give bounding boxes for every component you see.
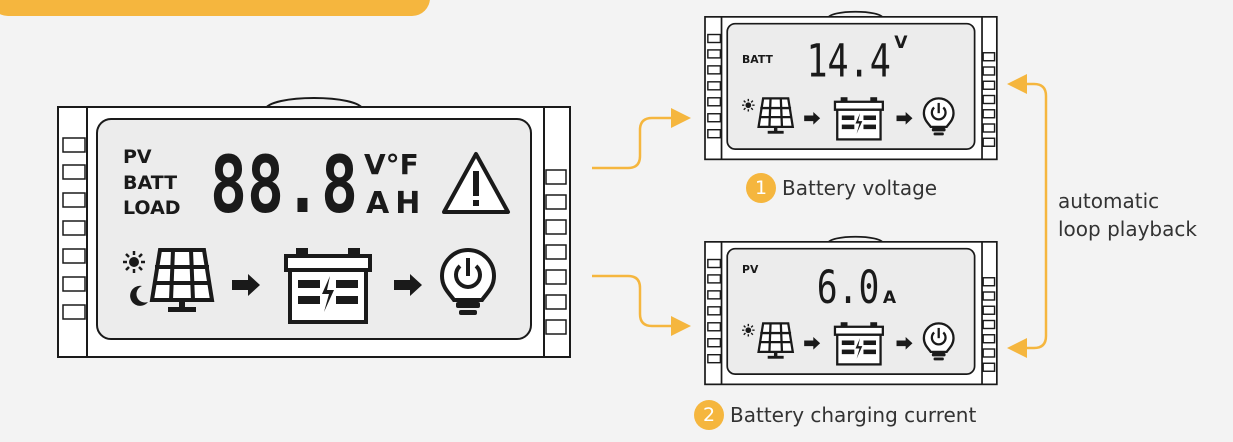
current-pv-label: PV	[742, 263, 759, 276]
caption-voltage: 1 Battery voltage	[746, 173, 937, 203]
current-lcd-display: PV 6.0 A	[704, 235, 998, 386]
loop-note-line: automatic	[1058, 189, 1160, 213]
load-label: LOAD	[123, 197, 181, 219]
voltage-batt-label: BATT	[742, 53, 773, 66]
connector-to-current	[592, 274, 691, 336]
sun-icon	[741, 98, 756, 113]
sun-icon	[121, 249, 147, 275]
connector-to-voltage	[592, 108, 691, 170]
voltage-lcd-display: BATT 14.4 V	[704, 10, 998, 161]
main-lcd-display: PV BATT LOAD 88.8 V°F AH	[57, 97, 571, 358]
pv-label: PV	[123, 146, 152, 168]
loop-connector	[1007, 74, 1048, 358]
header-strip	[0, 0, 430, 16]
right-pins	[545, 169, 567, 335]
current-unit: A	[883, 288, 897, 308]
unit-top: V°F	[364, 148, 419, 181]
loop-note-line: loop playback	[1058, 217, 1197, 241]
step-badge: 1	[746, 173, 776, 203]
battery-icon	[284, 246, 372, 324]
battery-icon	[833, 321, 884, 366]
step-badge: 2	[694, 400, 724, 430]
voltage-value: 14.4	[806, 35, 890, 88]
main-digits: 88.8	[210, 141, 358, 231]
left-pins	[62, 137, 86, 320]
loop-note: automatic loop playback	[1058, 187, 1197, 243]
caption-current: 2 Battery charging current	[694, 400, 976, 430]
battery-icon	[833, 96, 884, 141]
voltage-unit: V	[894, 33, 908, 53]
caption-text: Battery charging current	[730, 403, 977, 427]
unit-bottom: AH	[366, 186, 426, 221]
current-value: 6.0	[817, 261, 880, 314]
sun-icon	[741, 323, 756, 338]
batt-label: BATT	[123, 172, 177, 194]
caption-text: Battery voltage	[782, 176, 938, 200]
